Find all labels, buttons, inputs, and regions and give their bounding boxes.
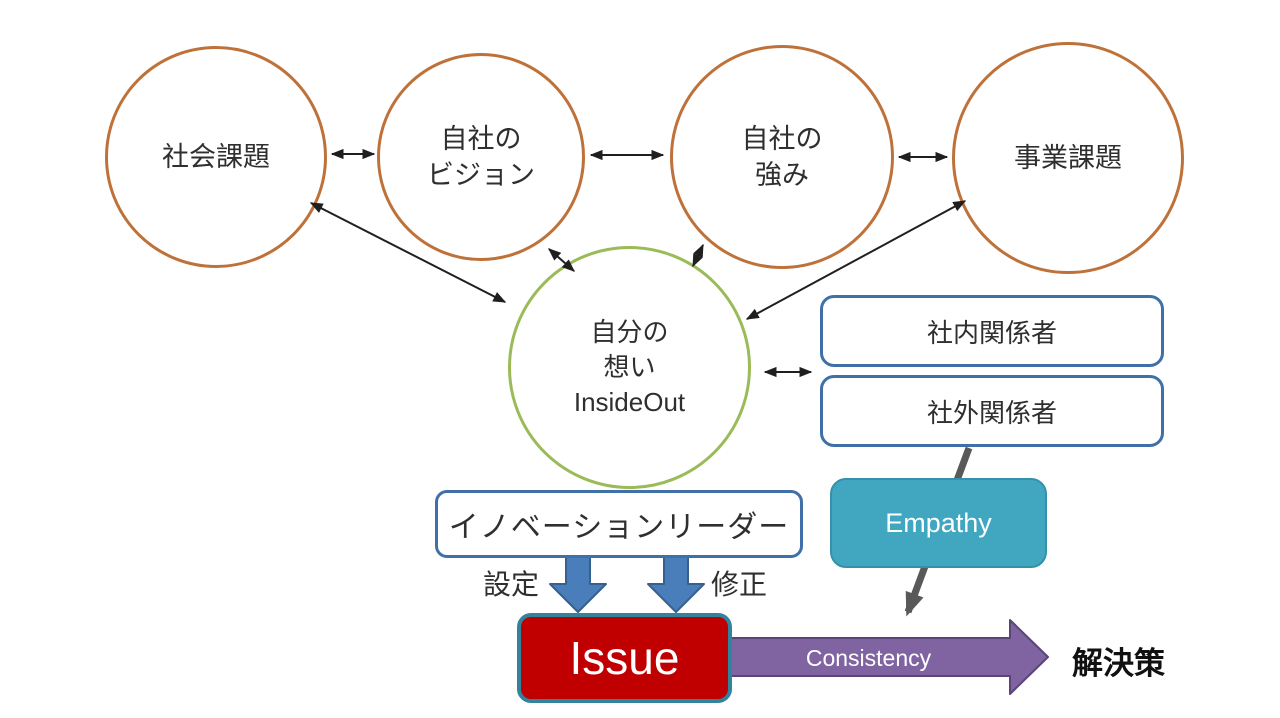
circle-social-issues-label: 社会課題: [162, 142, 270, 172]
circle-company-vision-label-line1: 自社の: [440, 124, 522, 154]
arrow-strengths-self: [692, 243, 704, 268]
circle-company-vision-label-line2: ビジョン: [427, 160, 535, 190]
label-solution: 解決策: [1072, 646, 1165, 681]
box-empathy: Empathy: [830, 478, 1047, 568]
circle-business-issues-label: 事業課題: [1014, 143, 1122, 173]
box-external-stakeholders: 社外関係者: [820, 375, 1164, 447]
circle-social-issues: 社会課題: [105, 46, 327, 268]
circle-self-label-line2: 想い: [603, 352, 656, 382]
external-stakeholders-label: 社外関係者: [926, 397, 1057, 428]
label-consistency-wrap: Consistency: [727, 639, 1010, 677]
box-issue: Issue: [517, 613, 732, 703]
circle-self-label-line3: InsideOut: [573, 387, 686, 417]
arrow-revise-down: [647, 555, 705, 613]
circle-company-strengths-label-line1: 自社の: [741, 124, 823, 154]
circle-company-strengths-label-line2: 強み: [755, 160, 809, 190]
arrow-set-down: [549, 555, 607, 613]
arrow-vision-self: [548, 248, 575, 272]
box-innovation-leader: イノベーションリーダー: [435, 490, 803, 558]
circle-self-label-line1: 自分の: [590, 317, 669, 347]
internal-stakeholders-label: 社内関係者: [926, 317, 1057, 348]
circle-self-insideout: 自分の 想い InsideOut: [508, 246, 751, 489]
innovation-leader-label: イノベーションリーダー: [448, 511, 790, 544]
label-set: 設定: [483, 569, 540, 600]
arrow-consistency: [726, 619, 1049, 695]
arrow-business-self: [745, 200, 967, 320]
issue-label: Issue: [569, 632, 680, 684]
circle-business-issues: 事業課題: [952, 42, 1184, 274]
arrow-social-self: [309, 202, 507, 303]
box-internal-stakeholders: 社内関係者: [820, 295, 1164, 367]
label-revise: 修正: [711, 569, 768, 600]
consistency-label: Consistency: [805, 644, 932, 671]
empathy-label: Empathy: [885, 507, 992, 538]
